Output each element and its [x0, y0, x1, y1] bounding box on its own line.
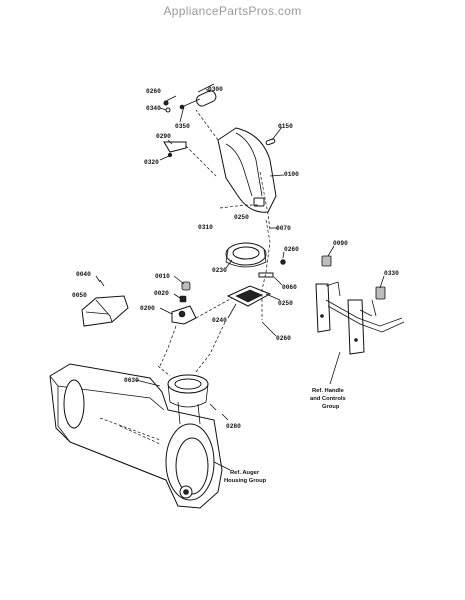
- label-0060: 0060: [282, 284, 297, 291]
- label-0340a: 0340: [146, 105, 161, 112]
- bolt-0280: [209, 403, 217, 411]
- chute-crank-assembly: [179, 83, 217, 110]
- ref-handle-line1: Ref. Handle: [312, 388, 345, 394]
- label-0050: 0050: [72, 292, 87, 299]
- gasket-0240: [226, 285, 272, 307]
- pin-0150: [265, 138, 276, 146]
- washer-0340a: [165, 107, 171, 113]
- ref-handle-line2: and Controls: [310, 396, 346, 402]
- label-0250b: 0250: [278, 300, 293, 307]
- label-0310: 0310: [198, 224, 213, 231]
- label-0010: 0010: [155, 273, 170, 280]
- label-0230: 0230: [212, 267, 227, 274]
- label-0290: 0290: [156, 133, 171, 140]
- label-0150: 0150: [278, 123, 293, 130]
- clip-0040: [99, 279, 105, 287]
- bolt-0020: [179, 295, 187, 303]
- label-0280: 0280: [226, 423, 241, 430]
- label-0260c: 0260: [276, 335, 291, 342]
- label-0350: 0350: [175, 123, 190, 130]
- auger-housing: [49, 363, 223, 509]
- nut-0260b: [280, 259, 286, 265]
- deflector-handle: [253, 197, 265, 207]
- drive-assembly-0200: [171, 281, 197, 325]
- bolt-0320: [167, 152, 173, 158]
- knob-0090: [321, 255, 332, 267]
- label-0090: 0090: [333, 240, 348, 247]
- label-0260a: 0260: [146, 88, 161, 95]
- watermark: AppliancePartsPros.com: [163, 4, 302, 18]
- label-0630: 0630: [124, 377, 139, 384]
- nut-0260a: [163, 100, 169, 106]
- label-0250a: 0250: [234, 214, 249, 221]
- chute-cover-0050: [81, 295, 129, 327]
- bracket-0290: [163, 141, 187, 153]
- chute-ring-0230: [225, 242, 267, 268]
- label-0240: 0240: [212, 317, 227, 324]
- ref-auger-line2: Housing Group: [224, 478, 267, 484]
- ref-auger-line1: Ref. Auger: [230, 470, 260, 476]
- label-0100: 0100: [284, 171, 299, 178]
- spring-0060: [258, 272, 274, 278]
- label-0300: 0300: [208, 86, 223, 93]
- control-lever-assembly: [315, 281, 405, 355]
- label-0330: 0330: [384, 270, 399, 277]
- label-0070: 0070: [276, 225, 291, 232]
- knob-0330: [375, 286, 386, 300]
- label-0040: 0040: [76, 271, 91, 278]
- label-0260b: 0260: [284, 246, 299, 253]
- label-0200: 0200: [140, 305, 155, 312]
- label-0020: 0020: [154, 290, 169, 297]
- label-0320: 0320: [144, 159, 159, 166]
- ref-handle-line3: Group: [322, 404, 340, 410]
